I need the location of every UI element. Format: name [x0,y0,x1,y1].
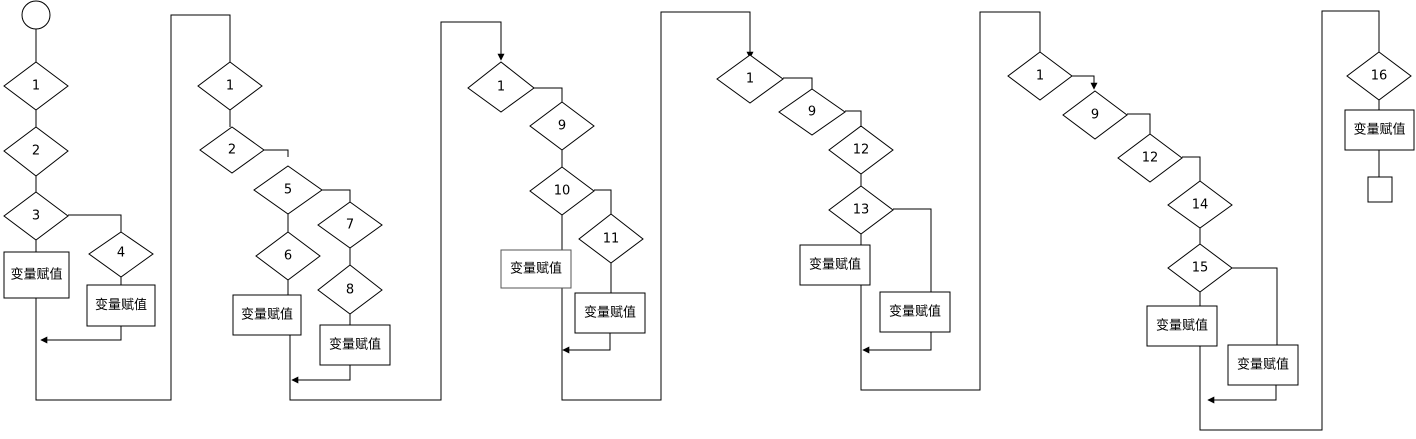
edge [893,208,932,292]
edge [1072,75,1098,90]
decision-node: 13 [828,185,894,235]
edge [264,149,289,157]
decision-label: 9 [1091,108,1099,123]
decision-label: 1 [226,79,234,94]
process-node: 变量赋值 [3,251,70,299]
process-label: 变量赋值 [809,257,861,273]
process-node: 变量赋值 [799,244,871,286]
process-label: 变量赋值 [510,261,562,277]
edge [1182,156,1201,181]
edge [561,11,754,401]
process-node: 变量赋值 [879,291,951,333]
nodes: 1 2 3 4 变量赋值 变量赋值 1 2 5 6 7 8 变量赋值 变量赋值 … [3,0,1415,386]
edge [1207,385,1277,404]
decision-node: 9 [1062,90,1128,140]
decision-node: 9 [529,101,595,151]
decision-node: 1 [3,61,69,111]
edge [1199,10,1380,431]
process-node: 变量赋值 [500,249,572,289]
decision-label: 12 [1142,151,1159,166]
process-label: 变量赋值 [10,267,62,283]
decision-node: 1 [716,54,784,104]
process-node: 变量赋值 [319,324,391,366]
decision-label: 9 [558,119,566,134]
decision-node: 15 [1167,243,1233,293]
decision-label: 1 [746,72,754,87]
connectors [35,10,1380,431]
start-node [21,0,51,30]
process-node: 变量赋值 [1146,305,1218,347]
decision-label: 1 [32,79,40,94]
edge [845,110,862,126]
decision-label: 15 [1192,261,1209,276]
decision-node: 9 [778,88,846,136]
edge [783,77,813,89]
edge [534,87,563,102]
process-node: 变量赋值 [1344,109,1415,151]
decision-node: 8 [317,264,383,315]
edge [1232,267,1278,345]
edge [594,189,612,214]
process-label: 变量赋值 [1353,122,1405,138]
decision-label: 5 [284,183,292,198]
edge [68,214,122,232]
process-label: 变量赋值 [1237,357,1289,373]
decision-node: 3 [3,191,69,241]
decision-label: 1 [497,80,505,95]
decision-label: 1 [1036,69,1044,84]
process-label: 变量赋值 [241,307,293,323]
decision-label: 8 [346,283,354,298]
process-label: 变量赋值 [329,337,381,353]
decision-node: 7 [317,201,383,249]
decision-label: 3 [32,209,40,224]
process-node: 变量赋值 [86,284,156,327]
decision-label: 7 [346,218,354,233]
edge [322,189,351,202]
edge [1127,113,1151,134]
decision-label: 11 [603,232,620,247]
decision-node: 5 [253,165,323,215]
decision-node: 10 [529,166,595,216]
decision-node: 1 [197,61,263,111]
decision-label: 9 [808,105,816,120]
decision-label: 2 [228,143,236,158]
decision-label: 6 [284,249,292,264]
decision-label: 10 [554,184,571,199]
decision-node: 1 [467,61,535,113]
decision-node: 2 [3,126,69,177]
decision-node: 1 [1007,51,1073,101]
decision-node: 16 [1346,51,1412,101]
edge [862,332,932,354]
decision-node: 14 [1167,180,1233,229]
edge [35,14,231,401]
decision-node: 2 [199,126,265,174]
decision-label: 13 [853,203,870,218]
decision-node: 11 [578,213,644,264]
process-label: 变量赋值 [584,305,636,321]
decision-node: 12 [828,125,894,175]
decision-node: 4 [88,231,154,278]
edge [291,365,351,384]
process-label: 变量赋值 [1156,318,1208,334]
process-node: 变量赋值 [1227,344,1299,386]
decision-label: 4 [117,246,125,261]
edge [40,326,122,344]
edge [562,333,611,354]
decision-label: 12 [853,143,870,158]
decision-label: 2 [32,144,40,159]
process-node: 变量赋值 [574,292,646,334]
decision-node: 6 [255,231,321,281]
process-label: 变量赋值 [889,304,941,320]
end-node [1367,176,1393,203]
edge [289,21,505,401]
edge [860,11,1041,391]
decision-label: 16 [1371,69,1388,84]
process-label: 变量赋值 [95,297,147,313]
decision-label: 14 [1192,198,1209,213]
decision-node: 12 [1117,133,1183,183]
process-node: 变量赋值 [232,294,302,336]
